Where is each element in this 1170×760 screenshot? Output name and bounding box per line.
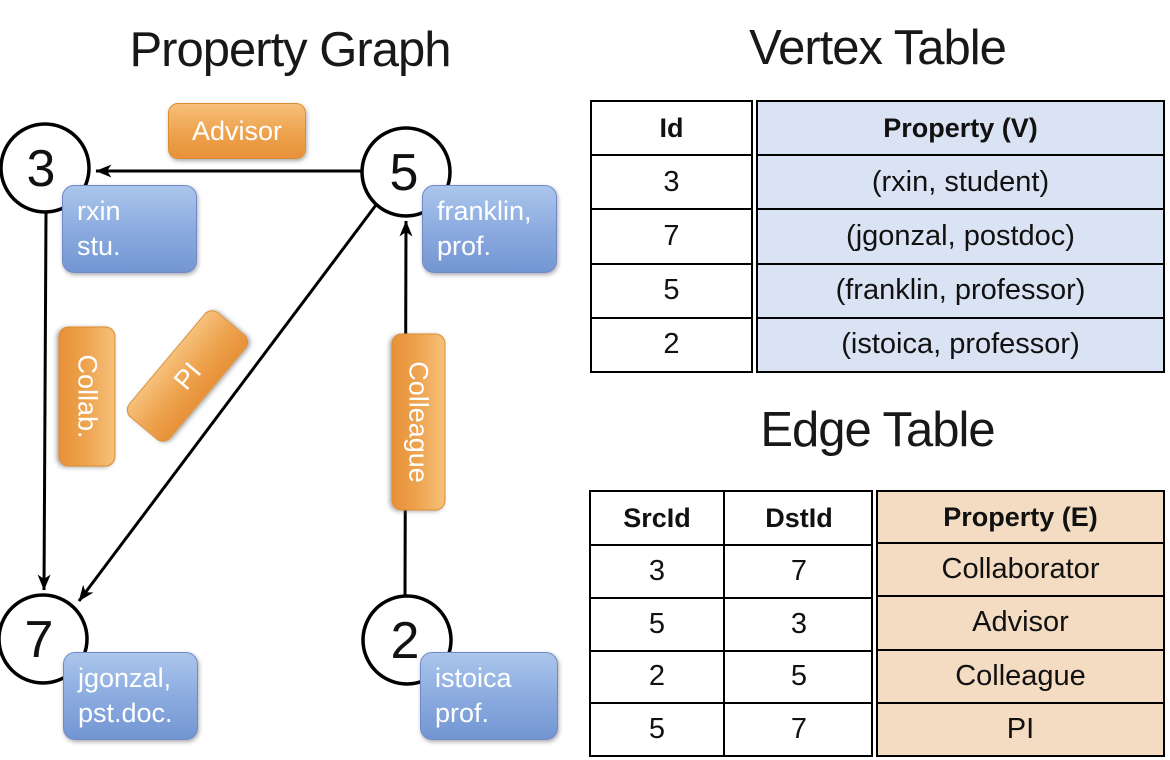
edge-table-header-dst: DstId: [723, 492, 873, 544]
edge-table-src-cell: 5: [591, 702, 723, 755]
edge-5-to-7: [77, 204, 378, 602]
node-id-7: 7: [25, 611, 54, 669]
edge-label-colleague: Colleague: [391, 333, 446, 511]
vertex-label-franklin: franklin, prof.: [422, 185, 557, 273]
edge-table-src-cell: 2: [591, 649, 723, 703]
node-id-5: 5: [390, 144, 419, 202]
vertex-table-property-cell: (jgonzal, postdoc): [758, 208, 1163, 263]
vertex-label-rxin: rxin stu.: [62, 185, 197, 273]
edge-table-dst-cell: 5: [723, 649, 873, 703]
vertex-label-line: prof.: [435, 698, 490, 729]
vertex-table-title: Vertex Table: [749, 21, 1007, 75]
edge-table-src-dst-columns: SrcId DstId 3 7 5 3 2 5 5 7: [589, 490, 873, 757]
edge-label-advisor: Advisor: [168, 103, 306, 159]
graph-canvas: 3 5 7 2: [0, 122, 453, 686]
vertex-table-property-cell: (rxin, student): [758, 154, 1163, 209]
vertex-table-property-column: Property (V) (rxin, student) (jgonzal, p…: [756, 100, 1165, 373]
edge-table-property-column: Property (E) Collaborator Advisor Collea…: [876, 490, 1165, 757]
edge-table-property-cell: Advisor: [878, 595, 1163, 649]
edge-table-property-cell: Colleague: [878, 648, 1163, 702]
edge-table-dst-cell: 7: [723, 702, 873, 755]
vertex-label-line: jgonzal,: [78, 663, 172, 693]
vertex-table-id-cell: 2: [592, 316, 751, 371]
edge-table-property-cell: PI: [878, 701, 1163, 755]
vertex-label-jgonzal: jgonzal, pst.doc.: [63, 652, 198, 740]
vertex-table-header-property: Property (V): [758, 102, 1163, 155]
vertex-label-line: rxin: [77, 196, 121, 226]
edge-table: SrcId DstId 3 7 5 3 2 5 5 7 Property (E)…: [589, 490, 1165, 757]
vertex-label-line: istoica: [435, 663, 512, 693]
vertex-table-id-column: Id 3 7 5 2: [590, 100, 753, 373]
vertex-table: Id 3 7 5 2 Property (V) (rxin, student) …: [590, 100, 1165, 373]
edge-table-property-cell: Collaborator: [878, 542, 1163, 596]
vertex-table-id-cell: 5: [592, 262, 751, 317]
edge-table-src-cell: 5: [591, 596, 723, 650]
vertex-label-line: prof.: [437, 231, 492, 262]
node-id-3: 3: [27, 140, 56, 198]
vertex-table-property-cell: (franklin, professor): [758, 262, 1163, 317]
edge-label-collab: Collab.: [58, 326, 116, 467]
node-id-2: 2: [391, 612, 420, 670]
edge-table-header-property: Property (E): [878, 492, 1163, 542]
edge-table-title: Edge Table: [760, 403, 995, 457]
edge-table-header-src: SrcId: [623, 502, 691, 533]
edge-table-dst-cell: 3: [723, 596, 873, 650]
vertex-table-property-cell: (istoica, professor): [758, 316, 1163, 372]
vertex-table-id-cell: 7: [592, 208, 751, 262]
property-graph-title: Property Graph: [129, 23, 452, 77]
edge-3-to-7: [37, 212, 51, 591]
vertex-label-istoica: istoica prof.: [420, 652, 558, 740]
vertex-label-line: franklin,: [437, 196, 532, 226]
edge-table-dst-cell: 7: [723, 544, 873, 597]
vertex-table-id-cell: 3: [592, 154, 751, 208]
edge-table-src-cell: 3: [591, 544, 723, 597]
vertex-table-header-id: Id: [659, 112, 684, 143]
vertex-label-line: pst.doc.: [78, 698, 173, 729]
vertex-label-line: stu.: [77, 231, 121, 262]
